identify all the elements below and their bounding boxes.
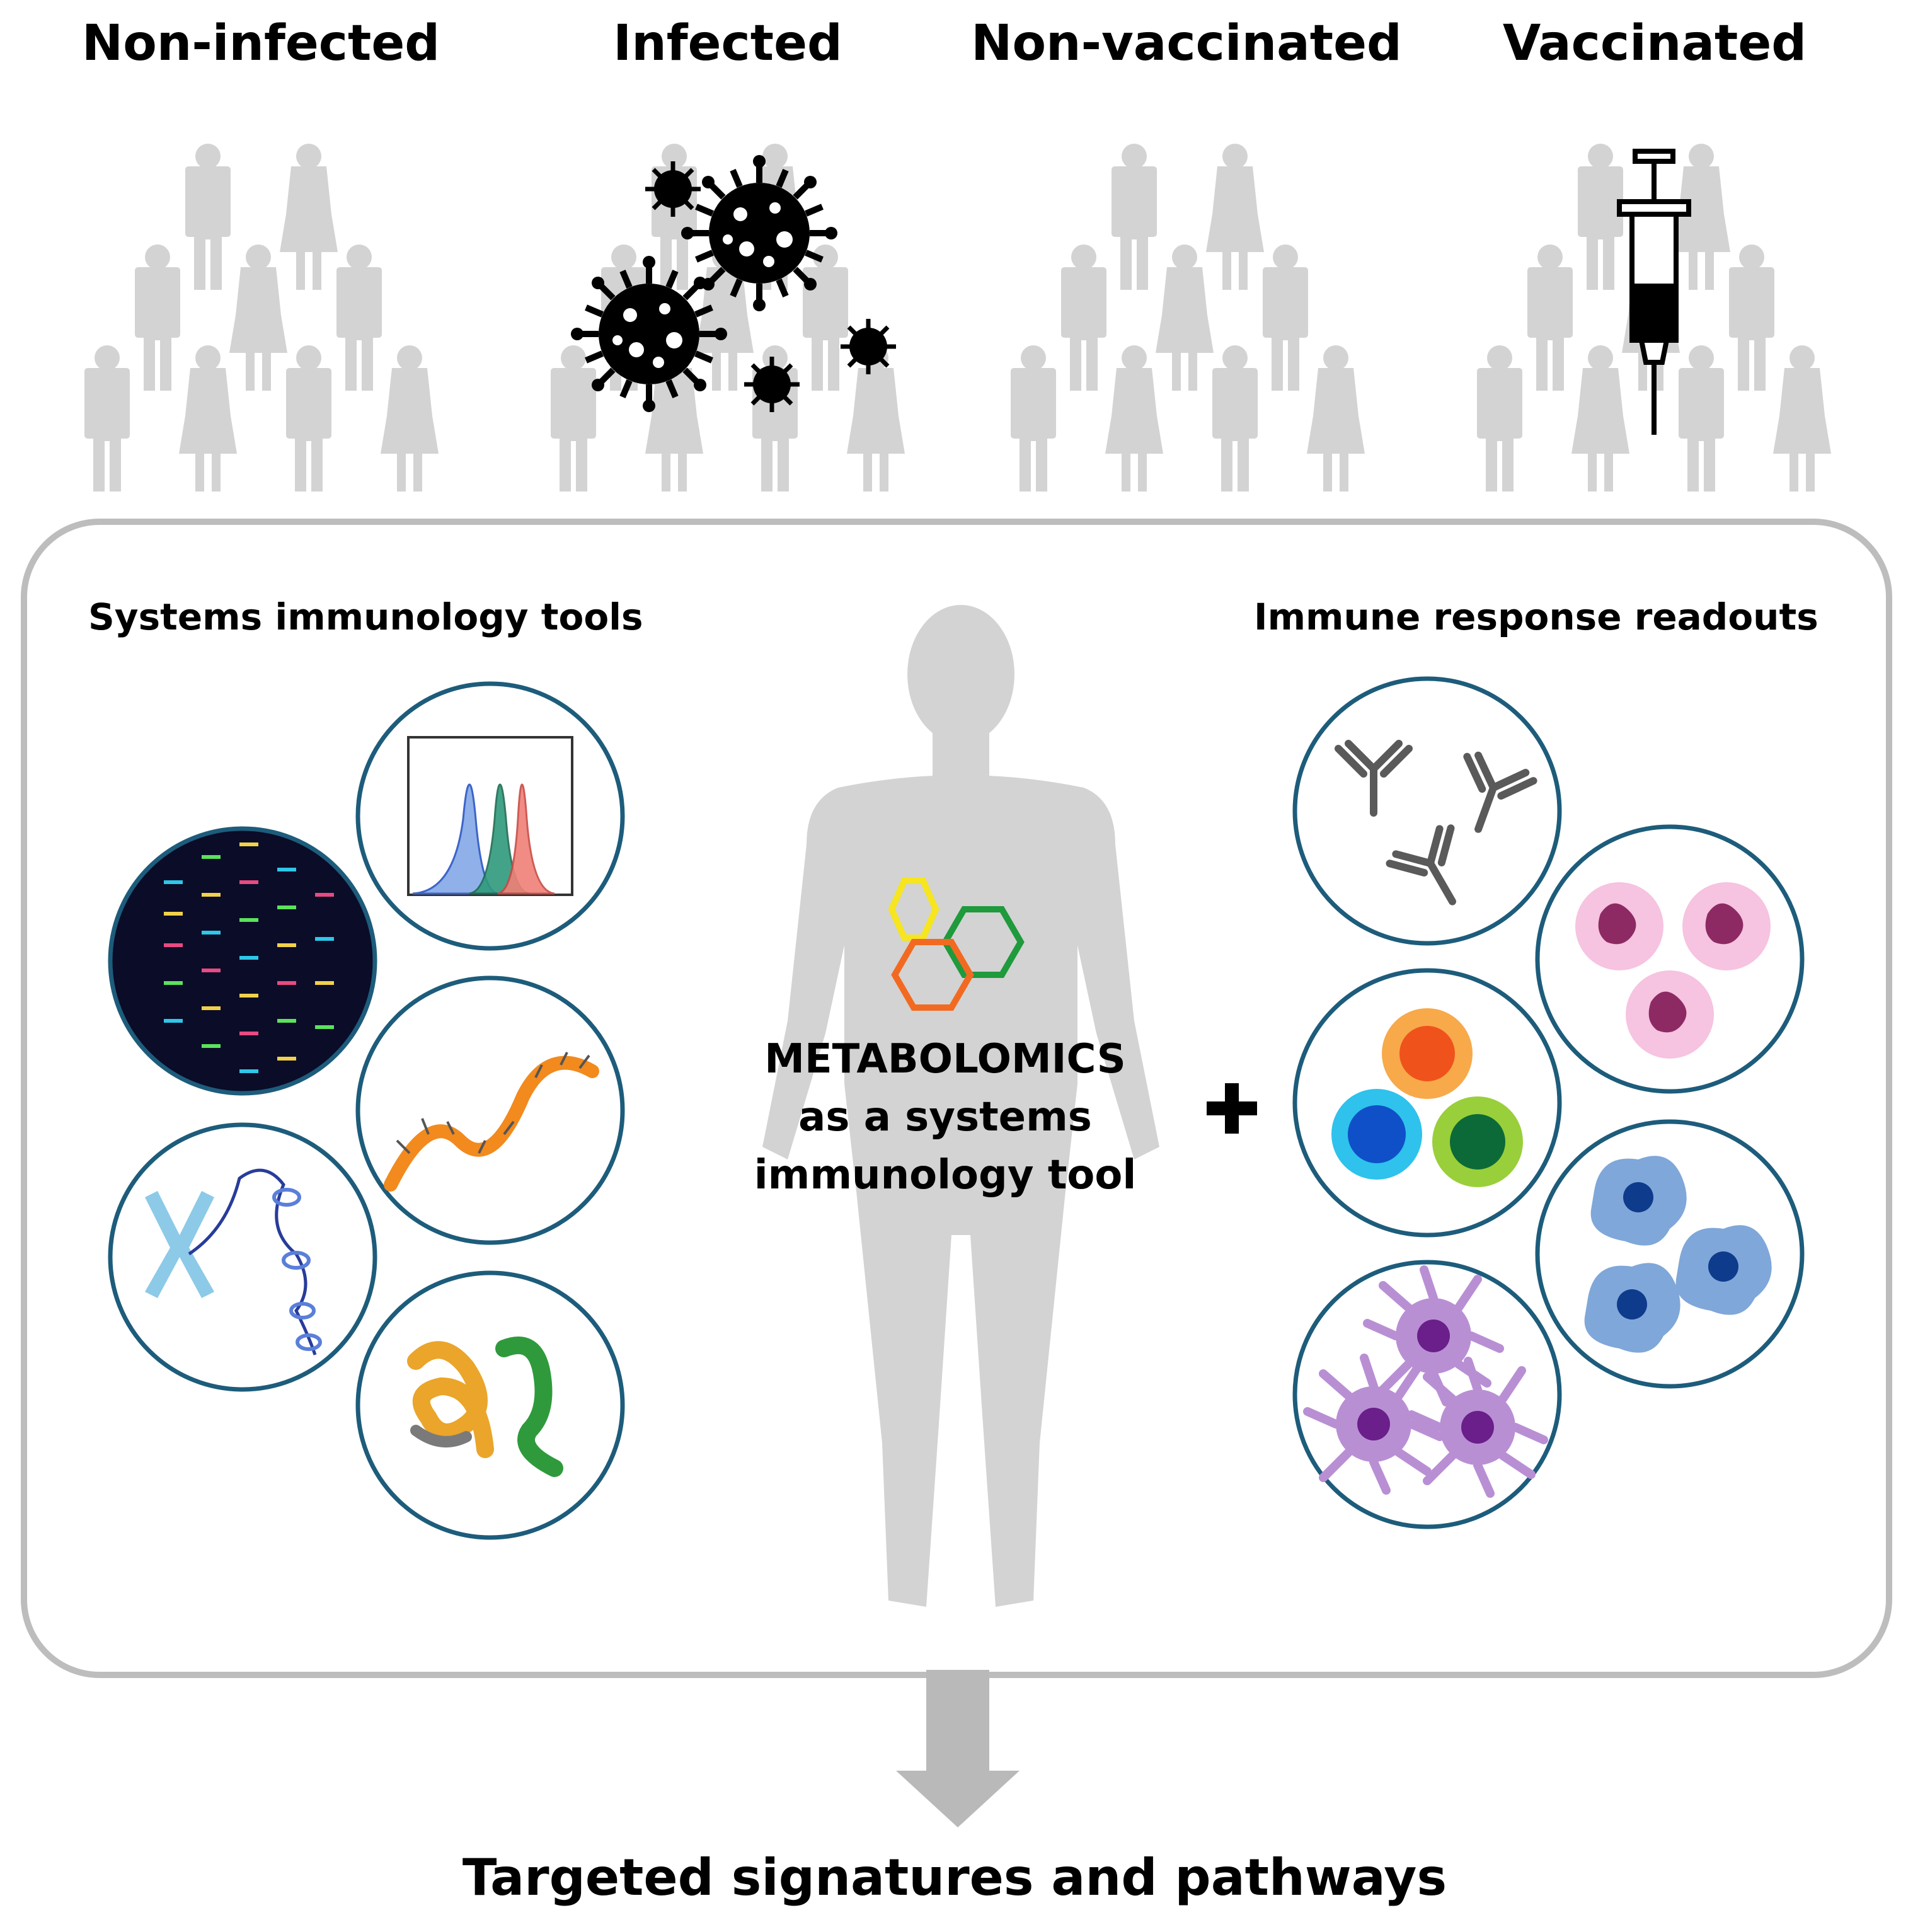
dna-sequencing-gel-icon <box>108 826 377 1096</box>
antibody-icon <box>1292 676 1562 946</box>
macrophage-icon <box>1535 1119 1805 1389</box>
plus-icon <box>1207 1083 1257 1134</box>
metabolomics-line-1: METABOLOMICS <box>764 1036 1126 1083</box>
protein-structure-icon <box>355 1270 625 1540</box>
crowd-non-vaccinated <box>1011 144 1365 492</box>
readouts-title: Immune response readouts <box>1254 595 1818 638</box>
crowd-non-infected <box>84 144 439 492</box>
metabolomics-line-2: as a systems <box>798 1094 1092 1141</box>
chromosome-dna-icon <box>108 1122 377 1392</box>
metabolomics-label: METABOLOMICS as a systems immunology too… <box>754 1030 1137 1204</box>
lymphocyte-icon <box>1292 968 1562 1238</box>
rna-strand-icon <box>355 975 625 1245</box>
dendritic-cell-icon <box>1292 1260 1562 1529</box>
group-label-infected: Infected <box>613 15 842 72</box>
systems-tools-title: Systems immunology tools <box>88 595 643 638</box>
group-label-vaccinated: Vaccinated <box>1502 15 1807 72</box>
group-label-non-infected: Non-infected <box>81 15 440 72</box>
down-arrow-icon <box>896 1670 1020 1827</box>
footer-label: Targeted signatures and pathways <box>462 1848 1447 1907</box>
human-silhouette <box>762 605 1159 1607</box>
syringe-icon <box>1617 149 1691 435</box>
metabolite-hexagons-icon <box>888 878 1025 1011</box>
metabolomics-line-3: immunology tool <box>754 1152 1137 1199</box>
group-label-non-vaccinated: Non-vaccinated <box>971 15 1402 72</box>
neutrophil-icon <box>1535 824 1805 1094</box>
flow-cytometry-histogram-icon <box>355 681 625 951</box>
